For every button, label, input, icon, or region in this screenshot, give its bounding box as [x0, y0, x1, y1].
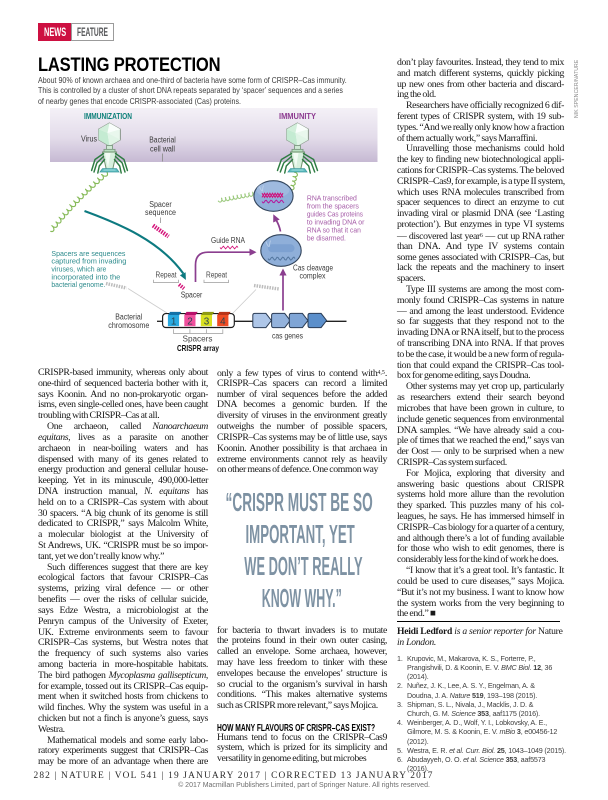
svg-text:chromosome: chromosome	[108, 321, 149, 330]
svg-text:Spacers: Spacers	[183, 334, 213, 343]
svg-text:Guide RNA: Guide RNA	[211, 236, 246, 245]
svg-text:to invading DNA or: to invading DNA or	[307, 218, 365, 227]
svg-text:complex: complex	[300, 272, 326, 281]
svg-text:1: 1	[171, 317, 177, 328]
svg-text:Repeat: Repeat	[206, 270, 228, 279]
svg-text:CRISPR array: CRISPR array	[177, 343, 219, 353]
svg-text:3: 3	[204, 317, 210, 328]
svg-text:4: 4	[220, 317, 226, 328]
svg-text:Spacers are sequences: Spacers are sequences	[51, 249, 125, 258]
svg-text:Cas cleavage: Cas cleavage	[293, 263, 333, 272]
svg-text:IMMUNIZATION: IMMUNIZATION	[84, 112, 132, 121]
svg-text:2: 2	[187, 317, 193, 328]
svg-text:cas genes: cas genes	[272, 331, 303, 340]
svg-text:guides Cas proteins: guides Cas proteins	[307, 209, 363, 218]
svg-text:Bacterial: Bacterial	[115, 312, 142, 321]
svg-text:RNA transcribed: RNA transcribed	[307, 193, 357, 202]
svg-text:be disarmed.: be disarmed.	[307, 234, 346, 243]
svg-text:IMMUNITY: IMMUNITY	[279, 112, 316, 121]
svg-text:Virus: Virus	[81, 134, 97, 143]
svg-text:Spacer: Spacer	[181, 290, 203, 299]
svg-text:cell wall: cell wall	[150, 144, 175, 153]
svg-text:bacterial genome.: bacterial genome.	[51, 280, 105, 289]
svg-text:RNA so that it can: RNA so that it can	[307, 226, 361, 235]
svg-text:viruses, which are: viruses, which are	[51, 264, 106, 273]
svg-text:incorporated into the: incorporated into the	[51, 272, 120, 281]
svg-text:Spacer: Spacer	[149, 200, 172, 209]
svg-text:Repeat: Repeat	[156, 270, 178, 279]
svg-text:from the spacers: from the spacers	[307, 201, 359, 210]
svg-text:sequence: sequence	[145, 208, 176, 217]
svg-text:captured from invading: captured from invading	[51, 257, 126, 266]
svg-text:Bacterial: Bacterial	[149, 136, 176, 145]
